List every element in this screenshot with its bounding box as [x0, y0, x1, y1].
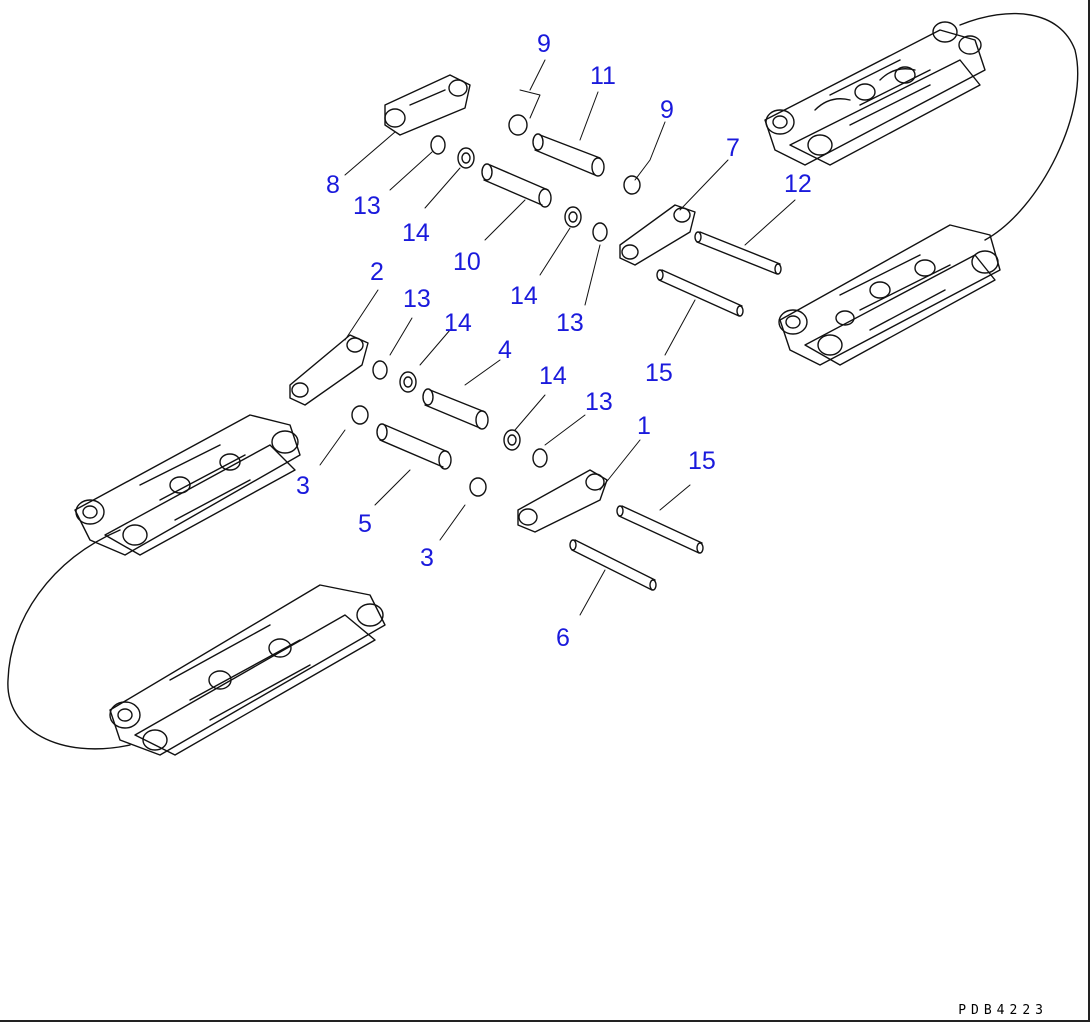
callout-9[interactable]: 9 — [660, 96, 674, 124]
link-1 — [517, 469, 608, 533]
callout-7[interactable]: 7 — [726, 134, 740, 162]
callout-1[interactable]: 1 — [637, 412, 651, 440]
link-8 — [384, 74, 471, 136]
callout-9[interactable]: 9 — [537, 30, 551, 58]
callout-14[interactable]: 14 — [539, 362, 567, 390]
callout-6[interactable]: 6 — [556, 624, 570, 652]
upper-chain-loop — [959, 12, 1079, 241]
link-2 — [289, 334, 369, 406]
bushing-4 — [422, 388, 489, 430]
callout-4[interactable]: 4 — [498, 336, 512, 364]
callout-13[interactable]: 13 — [403, 285, 431, 313]
callout-10[interactable]: 10 — [453, 248, 481, 276]
callout-15[interactable]: 15 — [645, 359, 673, 387]
callout-3[interactable]: 3 — [296, 472, 310, 500]
callout-12[interactable]: 12 — [784, 170, 812, 198]
callout-11[interactable]: 11 — [590, 62, 616, 90]
pin-15-upper — [656, 269, 744, 317]
lower-chain-loop — [7, 529, 131, 750]
link-7 — [619, 204, 696, 266]
drawing-code: PDB4223 — [958, 1003, 1048, 1018]
seal-parts — [351, 114, 641, 497]
callout-13[interactable]: 13 — [556, 309, 584, 337]
lower-left-link-assembly — [109, 584, 386, 756]
mid-right-link-assembly — [778, 224, 1001, 366]
pin-15-lower — [616, 505, 704, 554]
pin-12 — [694, 231, 782, 275]
upper-right-link-assembly — [764, 21, 986, 166]
left-link-assembly — [74, 414, 301, 556]
pin-6 — [569, 539, 657, 591]
callout-13[interactable]: 13 — [585, 388, 613, 416]
leader-lines — [319, 59, 796, 616]
callout-8[interactable]: 8 — [326, 171, 340, 199]
callout-5[interactable]: 5 — [358, 510, 372, 538]
callout-13[interactable]: 13 — [353, 192, 381, 220]
bushing-10 — [481, 163, 552, 208]
bushing-11 — [532, 133, 605, 177]
callout-14[interactable]: 14 — [402, 219, 430, 247]
callout-14[interactable]: 14 — [510, 282, 538, 310]
callout-15[interactable]: 15 — [688, 447, 716, 475]
bushing-5 — [376, 423, 452, 470]
callout-2[interactable]: 2 — [370, 258, 384, 286]
callout-3[interactable]: 3 — [420, 544, 434, 572]
callout-14[interactable]: 14 — [444, 309, 472, 337]
